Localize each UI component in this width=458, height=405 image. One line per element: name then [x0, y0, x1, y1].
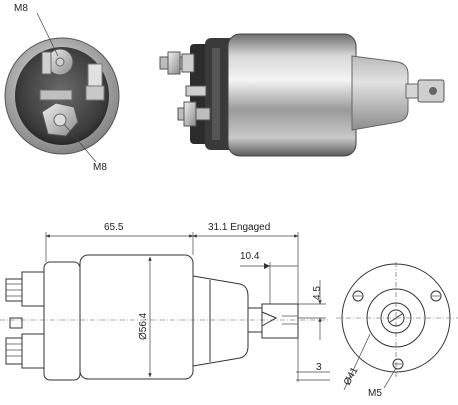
m5-label: M5	[368, 388, 382, 399]
elevation-plunger	[261, 303, 299, 339]
top-m8-label: M8	[14, 3, 28, 14]
main-terminal-bottom	[177, 101, 211, 127]
elevation-cap	[43, 261, 81, 381]
elevation-body	[79, 254, 194, 380]
dim-3: 3	[316, 362, 322, 373]
bottom-m8-label: M8	[93, 162, 107, 173]
dim-65-5: 65.5	[104, 222, 124, 233]
side-view-photo	[159, 33, 445, 157]
bottom-terminal-stud	[39, 89, 79, 137]
dim-dia-41: Ø41	[342, 365, 361, 387]
front-view-drawing: Ø41 M5	[336, 262, 458, 399]
dim-10-4: 10.4	[240, 251, 260, 262]
field-terminal	[185, 85, 207, 97]
dim-dia-56-4: Ø56.4	[138, 312, 149, 340]
solenoid-body	[227, 33, 357, 157]
main-terminal-top	[159, 51, 195, 75]
side-terminal-tab	[85, 63, 105, 101]
end-view-photo: M8 M8	[4, 3, 120, 173]
top-terminal-stud	[41, 48, 74, 76]
nose-and-plunger	[351, 55, 445, 131]
elevation-nose	[192, 275, 249, 367]
dim-4-5: 4.5	[312, 286, 323, 300]
dim-31-1-engaged: 31.1 Engaged	[208, 222, 270, 233]
side-elevation-drawing: 65.5 31.1 Engaged 10.4 4.5 Ø56.4 3	[0, 222, 330, 382]
mount-holes	[352, 290, 442, 370]
